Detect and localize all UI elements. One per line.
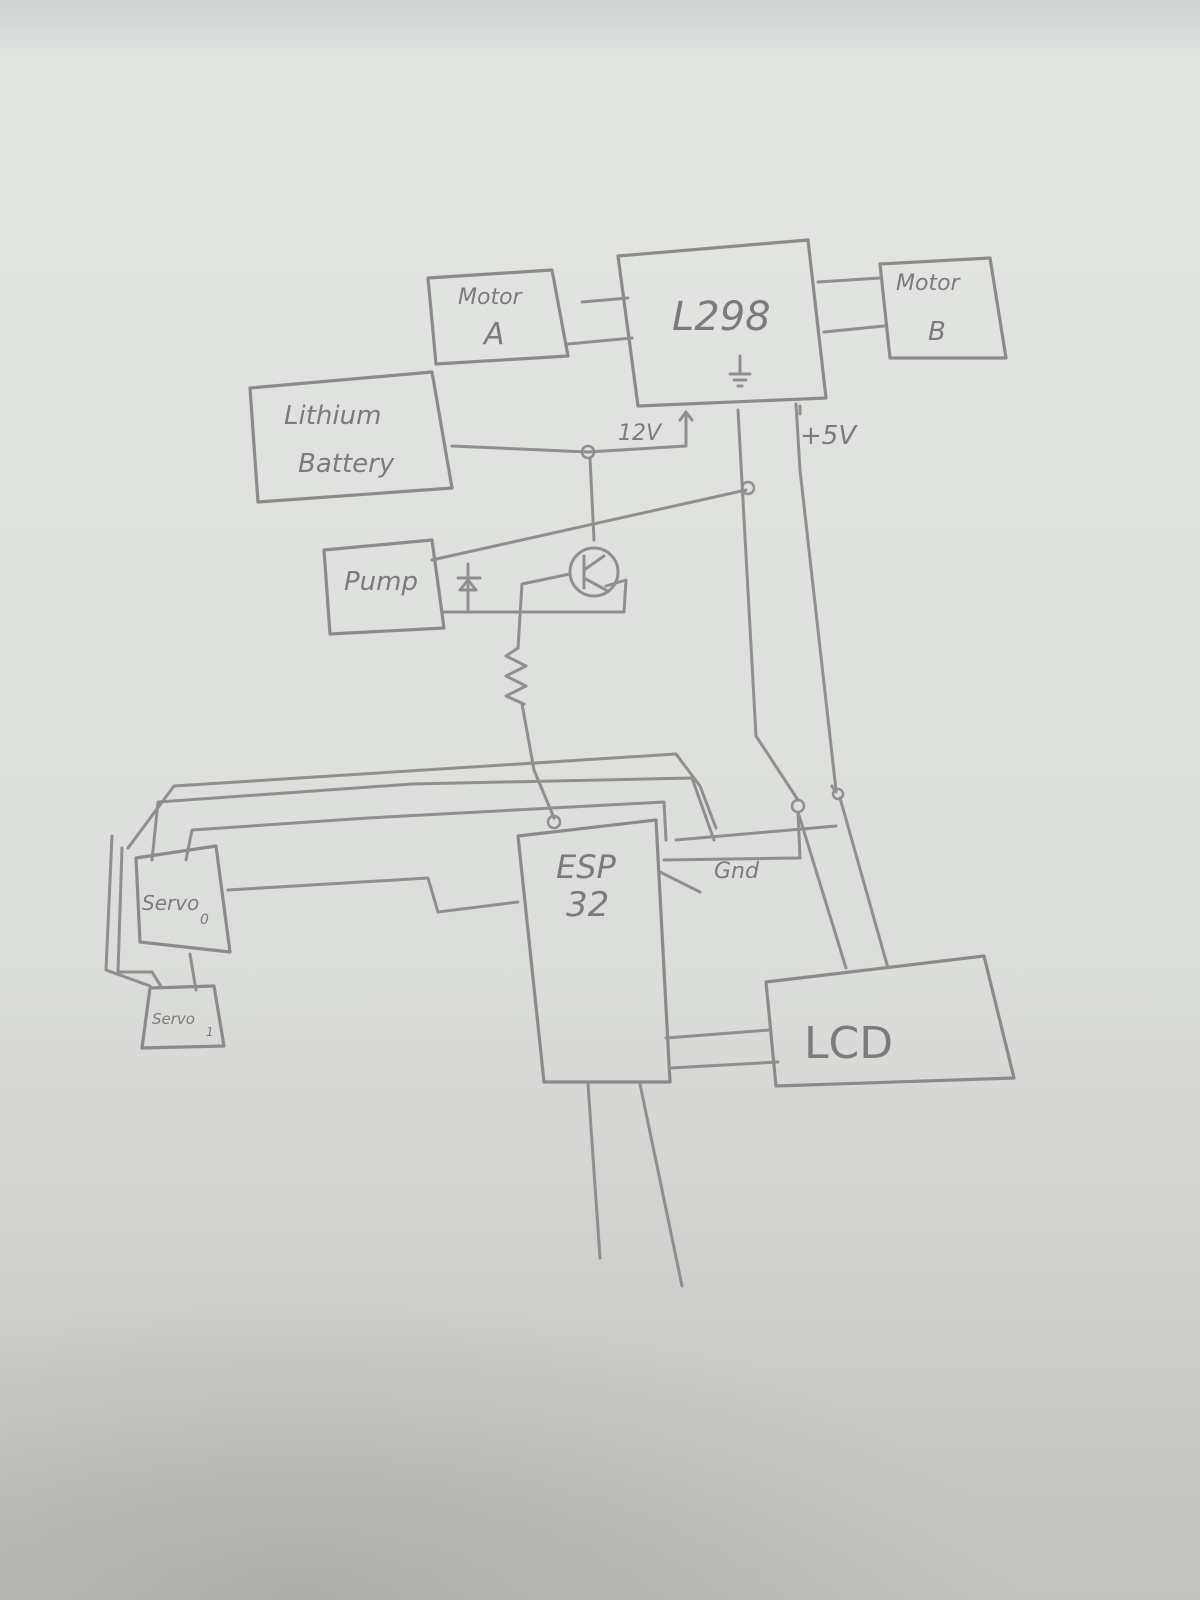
wire-gnd-lcd bbox=[796, 810, 848, 970]
battery-label-line1: Lithium bbox=[284, 401, 381, 431]
l298-block: L298 bbox=[616, 238, 828, 408]
wire-servo-signal bbox=[226, 876, 520, 914]
transistor-inner bbox=[582, 554, 608, 592]
wire-l298-motor-b-2 bbox=[822, 324, 886, 334]
junction-esp-pin bbox=[546, 814, 562, 830]
wire-motor-a-l298-2 bbox=[566, 336, 634, 346]
resistor-symbol bbox=[504, 646, 528, 706]
transistor-symbol bbox=[568, 546, 620, 598]
wires bbox=[104, 276, 890, 1288]
wire-servo-top-2 bbox=[184, 800, 668, 862]
wire-battery-12v bbox=[450, 412, 688, 454]
servo-0-label: Servo bbox=[142, 891, 199, 915]
wire-servo-left-2 bbox=[116, 846, 164, 990]
wire-transistor-base bbox=[516, 572, 572, 650]
wire-12v-transistor bbox=[588, 456, 596, 542]
paper-shadow bbox=[0, 1100, 1200, 1600]
arrow-12v bbox=[678, 410, 694, 422]
wire-esp-out-2 bbox=[638, 1082, 684, 1288]
wire-servo-top-3 bbox=[126, 752, 718, 850]
wire-esp-gnd-hook bbox=[658, 870, 702, 894]
wire-l298-motor-b-1 bbox=[816, 276, 882, 284]
wire-servo-top-1 bbox=[150, 776, 716, 862]
battery-block: Lithium Battery bbox=[248, 370, 454, 504]
motor-b-label-line1: Motor bbox=[896, 271, 962, 296]
wire-esp-lcd-2 bbox=[668, 1060, 780, 1070]
wire-pump-bottom bbox=[442, 578, 628, 614]
lcd-block: LCD bbox=[764, 954, 1016, 1088]
l298-label: L298 bbox=[672, 294, 771, 340]
servo-1-label: Servo bbox=[152, 1010, 195, 1028]
label-12v: 12V bbox=[618, 421, 663, 446]
motor-a-block: Motor A bbox=[426, 268, 570, 366]
wire-resistor-esp bbox=[520, 702, 556, 820]
servo-1-index: 1 bbox=[206, 1025, 214, 1039]
ground-symbol bbox=[728, 354, 752, 388]
pump-label: Pump bbox=[344, 567, 418, 597]
wire-motor-a-l298-1 bbox=[580, 296, 630, 304]
wire-esp-gnd bbox=[662, 810, 802, 862]
wire-esp-to-5v bbox=[674, 824, 838, 842]
motor-b-block: Motor B bbox=[878, 256, 1008, 360]
esp32-block: ESP 32 bbox=[516, 818, 672, 1084]
servo-1-block: Servo 1 bbox=[140, 984, 226, 1050]
junction-5v-lower bbox=[831, 787, 845, 801]
wire-5v-lcd bbox=[838, 796, 890, 970]
battery-label-line2: Battery bbox=[298, 449, 395, 479]
motor-a-label-line1: Motor bbox=[458, 285, 524, 310]
label-gnd: Gnd bbox=[714, 859, 760, 884]
wire-esp-out-1 bbox=[586, 1082, 602, 1260]
wire-esp-lcd-1 bbox=[664, 1028, 772, 1040]
wire-servo-left-1 bbox=[104, 834, 152, 988]
junction-12v bbox=[580, 444, 596, 460]
pump-block: Pump bbox=[322, 538, 446, 636]
diode-symbol bbox=[456, 562, 482, 614]
label-5v: +5V bbox=[800, 421, 858, 451]
wire-pump-top bbox=[430, 488, 748, 562]
motor-a-label-line2: A bbox=[482, 317, 505, 352]
lcd-label: LCD bbox=[804, 1018, 893, 1069]
esp32-label-line1: ESP bbox=[556, 848, 617, 886]
motor-b-label-line2: B bbox=[928, 317, 946, 347]
servo-0-index: 0 bbox=[200, 912, 209, 928]
wire-l298-ground bbox=[736, 408, 800, 802]
wire-5v bbox=[794, 402, 838, 792]
wire-servo-left-3 bbox=[188, 952, 198, 992]
esp32-label-line2: 32 bbox=[566, 885, 609, 925]
